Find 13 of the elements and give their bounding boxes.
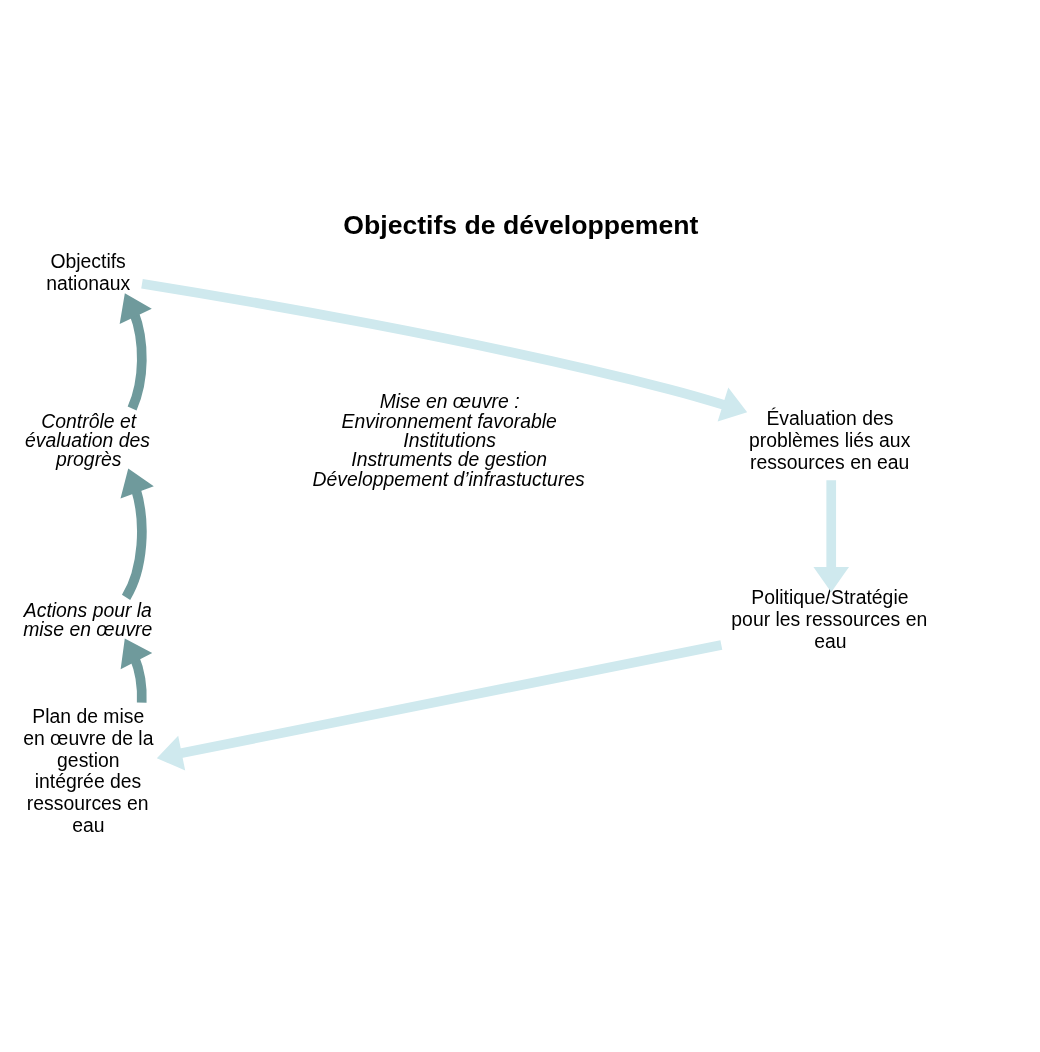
node-text: Actions pour la mise en œuvre: [23, 598, 153, 640]
arrow: [119, 293, 152, 411]
arrow: [120, 638, 153, 703]
arrow: [156, 640, 723, 771]
node-text: Objectifs nationaux: [46, 249, 131, 294]
node-text: Évaluation des problèmes liés aux ressources en eau: [748, 407, 911, 473]
arrow: [141, 278, 748, 422]
arrow: [813, 480, 849, 593]
arrow: [120, 468, 154, 600]
node-text: Politique/Stratégie pour les ressources en eau: [731, 586, 928, 653]
node-text: Plan de mise en œuvre de la gestion intégrée des ressources en eau: [23, 705, 154, 837]
diagram-title: Objectifs de développement: [343, 209, 699, 240]
node-text: Contrôle et évaluation des progrès: [25, 409, 150, 471]
